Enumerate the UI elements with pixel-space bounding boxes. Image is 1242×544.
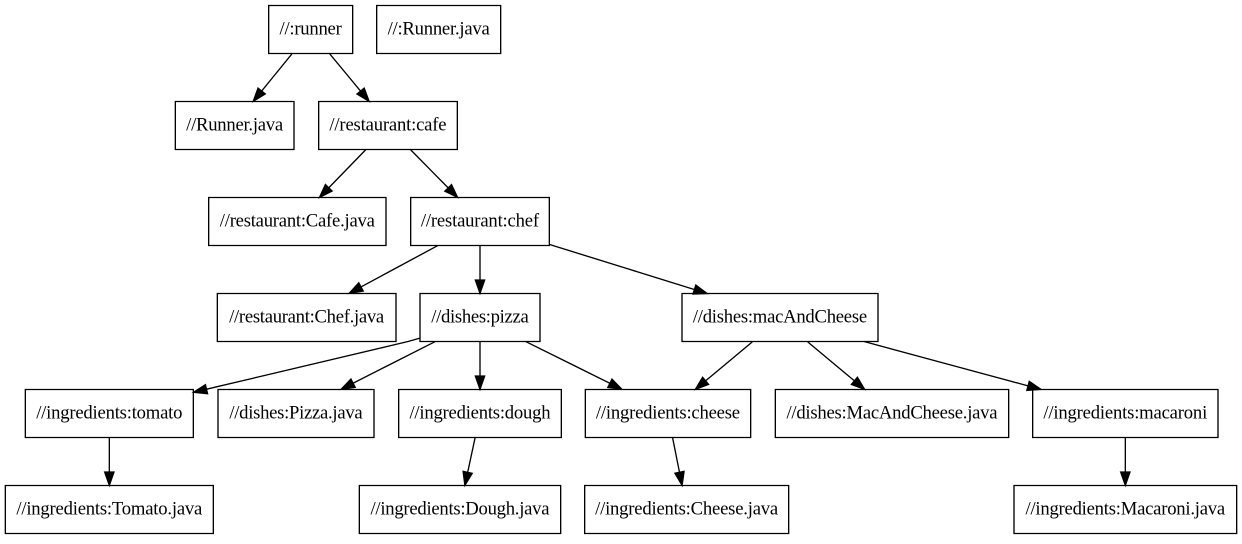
svg-text://ingredients:Dough.java: //ingredients:Dough.java bbox=[371, 498, 551, 519]
svg-text://ingredients:tomato: //ingredients:tomato bbox=[36, 402, 182, 423]
svg-text://ingredients:cheese: //ingredients:cheese bbox=[596, 402, 740, 423]
svg-text://:Runner.java: //:Runner.java bbox=[388, 18, 491, 39]
svg-text://ingredients:Tomato.java: //ingredients:Tomato.java bbox=[16, 498, 203, 519]
svg-text://dishes:MacAndCheese.java: //dishes:MacAndCheese.java bbox=[786, 402, 998, 423]
svg-text://dishes:macAndCheese: //dishes:macAndCheese bbox=[693, 306, 867, 327]
svg-text://:runner: //:runner bbox=[280, 18, 343, 39]
svg-text://ingredients:macaroni: //ingredients:macaroni bbox=[1043, 402, 1207, 423]
svg-text://restaurant:Cafe.java: //restaurant:Cafe.java bbox=[220, 210, 376, 231]
svg-text://ingredients:Macaroni.java: //ingredients:Macaroni.java bbox=[1026, 498, 1226, 519]
svg-text://ingredients:dough: //ingredients:dough bbox=[409, 402, 551, 423]
svg-text://ingredients:Cheese.java: //ingredients:Cheese.java bbox=[595, 498, 779, 519]
svg-text://restaurant:chef: //restaurant:chef bbox=[421, 210, 540, 231]
svg-text://dishes:Pizza.java: //dishes:Pizza.java bbox=[229, 402, 363, 423]
svg-text://restaurant:Chef.java: //restaurant:Chef.java bbox=[229, 306, 385, 327]
svg-text://dishes:pizza: //dishes:pizza bbox=[431, 306, 529, 327]
svg-text://restaurant:cafe: //restaurant:cafe bbox=[329, 114, 446, 135]
svg-text://Runner.java: //Runner.java bbox=[186, 114, 284, 135]
